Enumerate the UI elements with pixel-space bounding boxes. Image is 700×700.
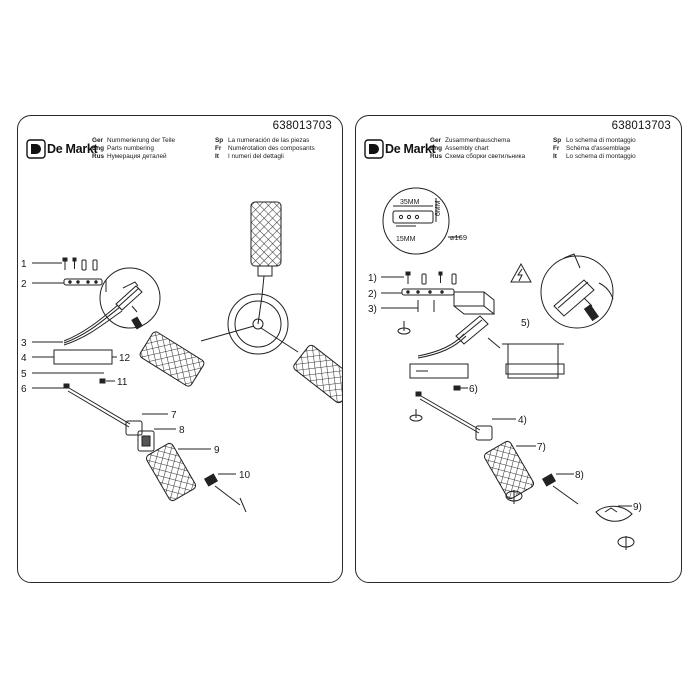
parts-diagram: 1 2 3 4 5 6 7 8 9 10 11 12 — [21, 201, 342, 513]
part-number: 12 — [119, 353, 131, 364]
part-number: 7 — [171, 410, 177, 421]
screwdriver-icon — [505, 490, 523, 504]
part-number: 6 — [21, 384, 27, 395]
step-label: 5) — [521, 318, 530, 329]
screw — [72, 257, 77, 269]
ceiling-canopy — [252, 318, 264, 330]
legend-row: Rus Схема сборки светильника It Lo schem… — [430, 153, 636, 160]
assembly-chart-sheet: 638013703 De Markt Ger Zusammenbauschema… — [355, 115, 682, 583]
canopy-cover — [505, 363, 565, 375]
ceiling-canopy — [234, 300, 282, 348]
screwdriver-icon — [397, 321, 411, 335]
lamp-arm — [260, 327, 299, 353]
part-number: 3 — [21, 338, 27, 349]
language-legend: Ger Nummerierung der Teile Sp La numerac… — [92, 137, 315, 161]
brand-logo: De Markt — [26, 139, 98, 159]
power-cable — [598, 282, 614, 300]
dimension-callout — [382, 187, 450, 255]
dimension-label: 15MM — [396, 236, 416, 243]
part-number: 8 — [179, 425, 185, 436]
legend-row: Rus Нумерация деталей It I numeri del de… — [92, 153, 284, 160]
dimension-label: ⌀169 — [450, 233, 467, 242]
anchor-plug — [421, 273, 427, 285]
lamp-arm — [200, 325, 255, 342]
part-number: 4 — [21, 353, 27, 364]
brand-name: De Markt — [385, 142, 436, 156]
terminal-block — [553, 253, 599, 322]
lamp-shade — [250, 201, 282, 277]
legend-row: Ger Nummerierung der Teile Sp La numerac… — [92, 137, 310, 144]
step-label: 9) — [633, 502, 642, 513]
parts-numbering-sheet: 638013703 De Markt Ger Nummerierung der … — [17, 115, 343, 583]
part-number: 10 — [239, 470, 251, 481]
step-label: 3) — [368, 304, 377, 315]
part-number: 1 — [21, 259, 27, 270]
ceiling-bracket — [453, 291, 495, 316]
canopy-plate — [53, 349, 113, 365]
screwdriver-icon — [409, 409, 423, 422]
canopy-plate — [409, 363, 469, 379]
step-label: 8) — [575, 470, 584, 481]
power-cable — [63, 304, 123, 346]
terminal-block — [455, 315, 489, 345]
language-legend: Ger Zusammenbauschema Sp Lo schema di mo… — [430, 137, 636, 161]
detail-callout — [99, 267, 161, 329]
nut — [453, 385, 461, 391]
lamp-socket — [137, 430, 155, 452]
brand-mark-icon — [26, 139, 46, 159]
part-number: 9 — [214, 445, 220, 456]
holder-cap — [475, 425, 493, 441]
holder-cap — [125, 420, 143, 436]
anchor-plug — [81, 259, 87, 271]
dimension-label: 35MM — [400, 199, 420, 206]
lamp-tube — [415, 391, 481, 434]
lamp-arm — [257, 295, 263, 325]
light-bulb-icon — [203, 473, 247, 513]
lamp-shade — [139, 331, 205, 387]
part-number: 5 — [21, 369, 27, 380]
nut — [99, 378, 106, 384]
terminal-block — [115, 281, 143, 330]
screw — [438, 271, 443, 283]
mounting-bracket — [392, 198, 437, 227]
step-label: 1) — [368, 273, 377, 284]
lamp-shade — [483, 440, 535, 500]
lamp-tube — [63, 383, 131, 428]
brand-name: De Markt — [47, 142, 98, 156]
light-bulb-icon — [595, 505, 633, 522]
lamp-arm — [261, 275, 265, 297]
anchor-plug — [451, 273, 457, 285]
screw — [405, 271, 411, 284]
step-label: 4) — [518, 415, 527, 426]
canopy-callout — [507, 343, 559, 379]
step-label: 2) — [368, 289, 377, 300]
anchor-plug — [92, 259, 98, 271]
wiring-callout — [540, 255, 614, 329]
mounting-bar — [401, 288, 455, 296]
assembly-diagram: 35MM 6MM 15MM ⌀169 1) 2) 3) 4) 5) 6) 7) … — [368, 187, 642, 550]
power-cable — [417, 333, 467, 359]
dimension-label: 6MM — [435, 200, 442, 216]
lamp-shade — [145, 442, 197, 502]
brand-logo: De Markt — [364, 139, 436, 159]
legend-row: Eng Parts numbering Fr Numérotation des … — [92, 145, 315, 152]
step-label: 6) — [469, 384, 478, 395]
screwdriver-icon — [617, 536, 635, 550]
leader-line — [487, 337, 501, 349]
mounting-bar — [63, 278, 107, 292]
step-label: 7) — [537, 442, 546, 453]
lamp-socket — [541, 473, 579, 505]
lamp-shade — [293, 344, 342, 404]
legend-row: Eng Assembly chart Fr Schéma d'assemblag… — [430, 145, 631, 152]
screw — [62, 257, 68, 270]
legend-row: Ger Zusammenbauschema Sp Lo schema di mo… — [430, 137, 636, 144]
ceiling-canopy — [227, 293, 289, 355]
part-number: 11 — [117, 377, 128, 388]
product-code: 638013703 — [611, 120, 671, 132]
brand-mark-icon — [364, 139, 384, 159]
electric-hazard-icon — [510, 262, 532, 283]
product-code: 638013703 — [272, 120, 332, 132]
part-number: 2 — [21, 279, 27, 290]
